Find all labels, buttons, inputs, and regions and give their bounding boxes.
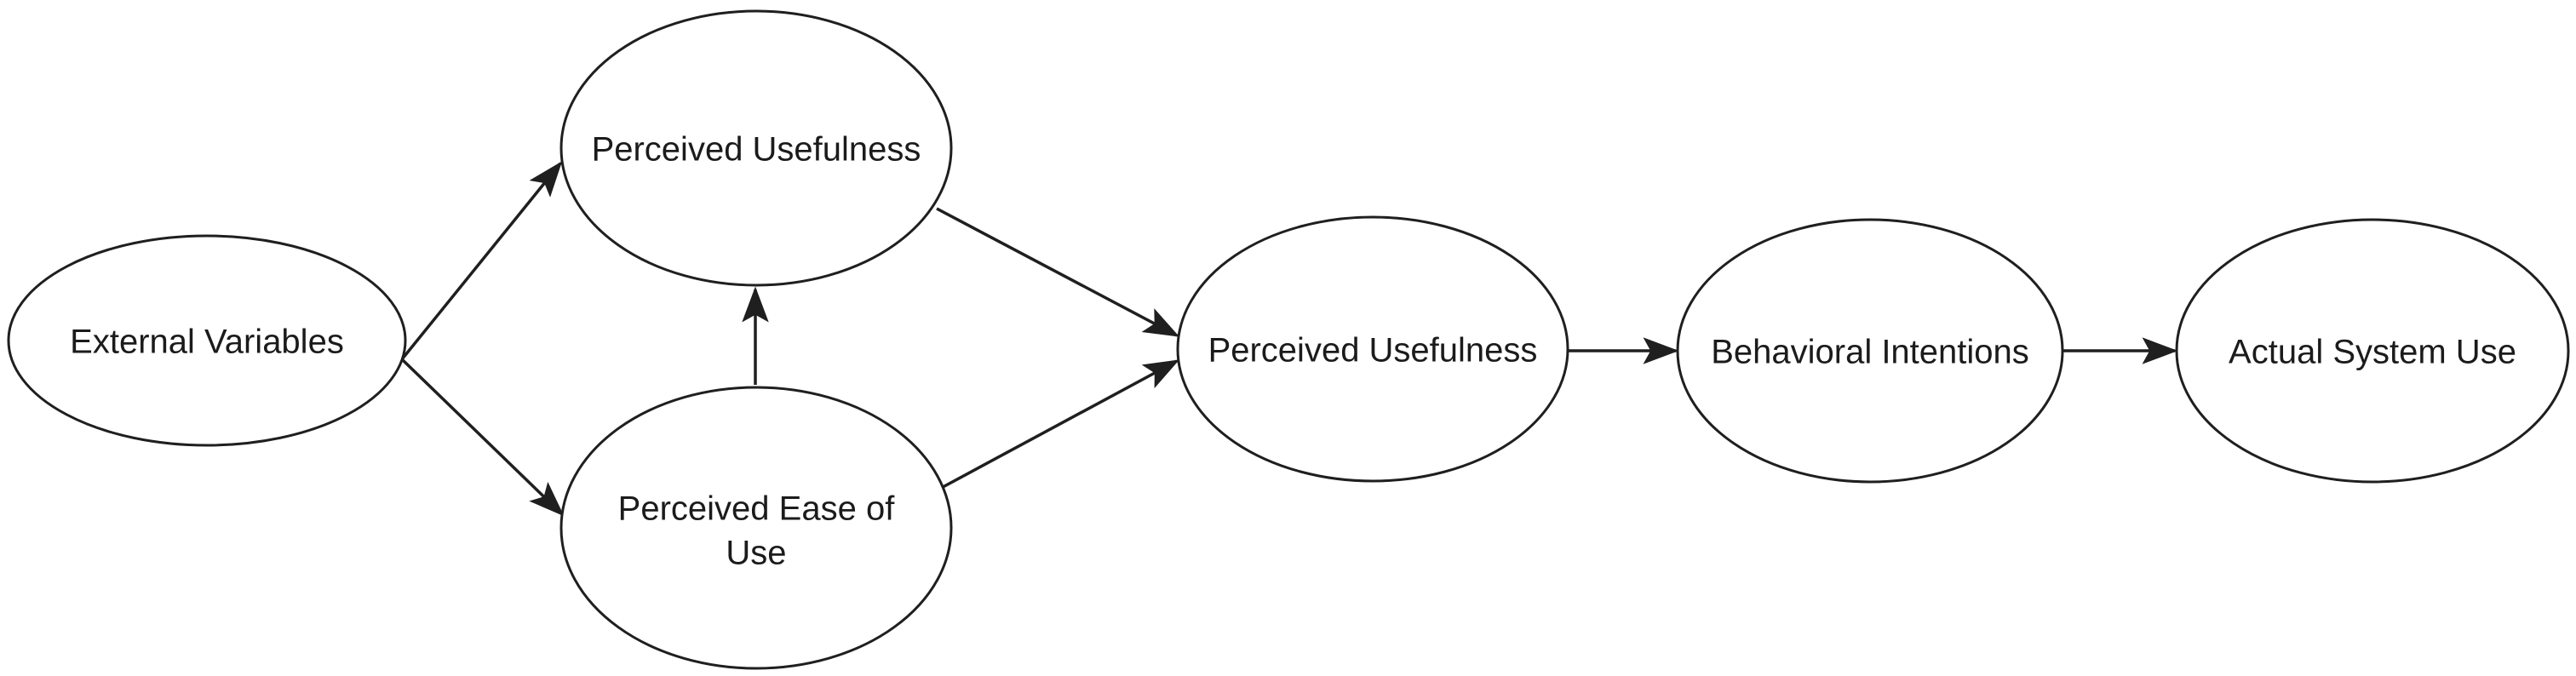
nodes-layer: External Variables Perceived Usefulness … xyxy=(7,9,2570,670)
node-label-perceived-usefulness-top: Perceived Usefulness xyxy=(592,131,921,169)
node-shape-perceived-ease-of-use[interactable] xyxy=(559,386,953,670)
node-label-behavioral-intentions: Behavioral Intentions xyxy=(1711,334,2029,371)
edge-external-variables-to-perceived-ease-of-use xyxy=(400,358,565,517)
node-perceived-usefulness-top[interactable]: Perceived Usefulness xyxy=(559,9,953,287)
node-label-actual-system-use: Actual System Use xyxy=(2229,334,2516,371)
node-perceived-ease-of-use[interactable]: Perceived Ease of Use xyxy=(559,386,953,670)
node-label-perceived-ease-of-use-line2: Use xyxy=(726,535,786,572)
node-shape-actual-system-use[interactable] xyxy=(2175,218,2570,484)
node-shape-perceived-usefulness-top[interactable] xyxy=(559,9,953,287)
node-label-external-variables: External Variables xyxy=(70,324,344,361)
node-external-variables[interactable]: External Variables xyxy=(7,234,407,447)
edge-perceived-ease-of-use-to-perceived-usefulness-mid xyxy=(934,359,1180,493)
node-shape-behavioral-intentions[interactable] xyxy=(1676,218,2064,484)
node-behavioral-intentions[interactable]: Behavioral Intentions xyxy=(1676,218,2064,484)
node-shape-perceived-usefulness-mid[interactable] xyxy=(1176,215,1569,483)
node-shape-external-variables[interactable] xyxy=(7,234,407,447)
edges-layer xyxy=(400,161,2178,517)
edge-perceived-usefulness-to-perceived-usefulness-mid xyxy=(936,207,1180,337)
edge-external-variables-to-perceived-usefulness xyxy=(400,161,563,361)
node-label-perceived-ease-of-use-line1: Perceived Ease of xyxy=(618,490,896,528)
node-actual-system-use[interactable]: Actual System Use xyxy=(2175,218,2570,484)
node-perceived-usefulness-mid[interactable]: Perceived Usefulness xyxy=(1176,215,1569,483)
node-label-perceived-usefulness-mid: Perceived Usefulness xyxy=(1208,332,1538,370)
